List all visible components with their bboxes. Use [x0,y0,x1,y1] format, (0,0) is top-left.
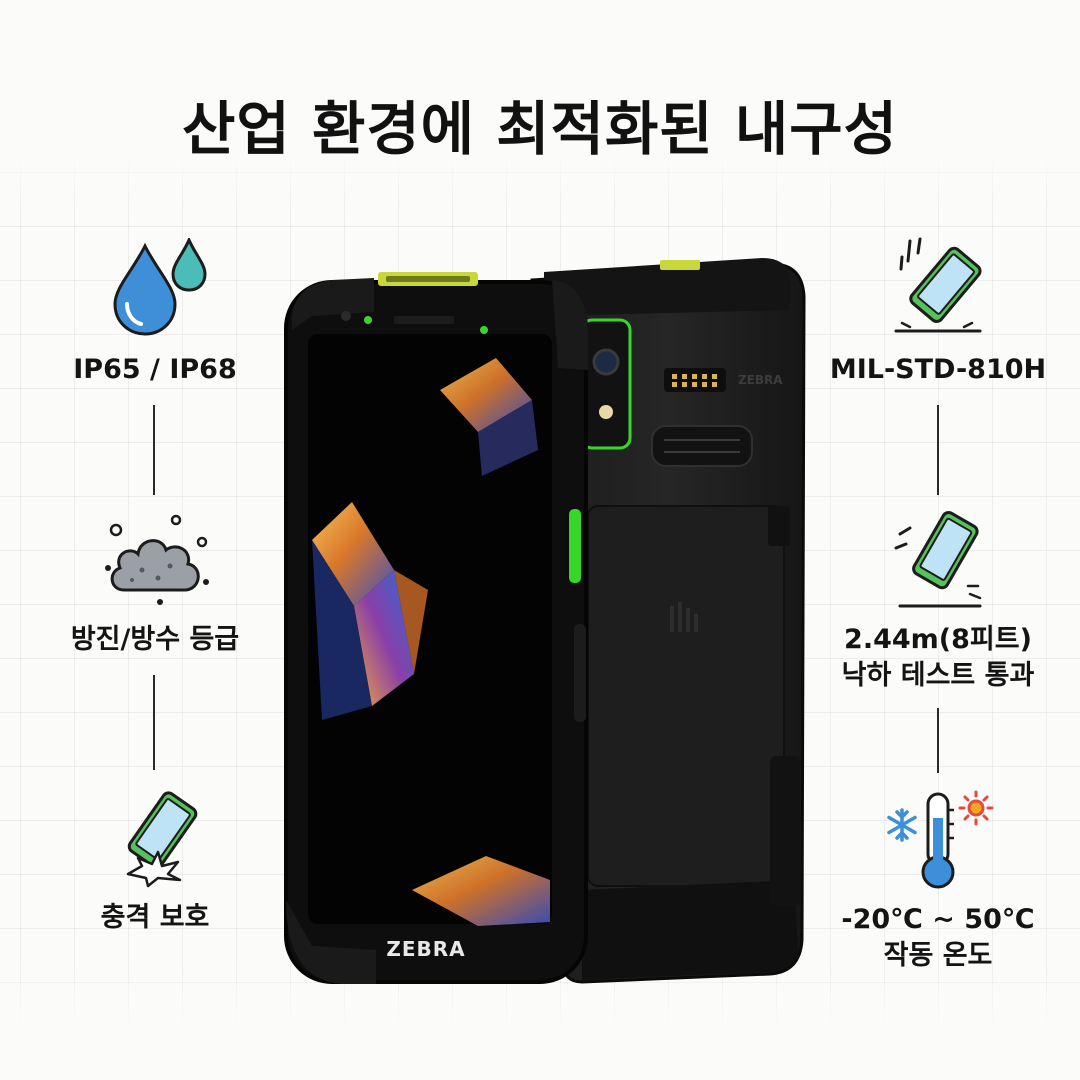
dust-water-label: 방진/방수 등급 [70,624,240,655]
phone-impact-icon [108,788,208,892]
sun-icon [958,790,994,826]
drop-test-line1: 2.44m(8피트) [844,624,1032,655]
thermometer-icon [880,788,1000,896]
front-brand-text: ZEBRA [386,937,465,961]
left-connector-1 [153,405,155,495]
embossed-logo-icon [670,602,698,632]
back-brand-text: ZEBRA [738,373,783,387]
ip-rating-label: IP65 / IP68 [73,354,237,385]
temperature-line1: -20℃ ~ 50℃ [841,904,1035,935]
top-fade [0,0,1080,215]
temperature-line2: 작동 온도 [883,940,993,971]
phone-falling-icon [890,508,990,616]
rugged-device-illustration: ZEBRA [282,250,812,994]
phone-drop-icon [888,235,988,339]
right-connector-2 [937,708,939,773]
mil-std-label: MIL-STD-810H [829,354,1047,385]
dust-cloud-icon [102,512,212,616]
drop-test-line2: 낙하 테스트 통과 [841,660,1035,691]
right-connector-1 [937,405,939,495]
shock-label: 충격 보호 [100,902,210,933]
snowflake-icon [887,808,917,842]
headline: 산업 환경에 최적화된 내구성 [182,95,898,163]
water-drops-icon [105,236,215,342]
left-connector-2 [153,675,155,770]
